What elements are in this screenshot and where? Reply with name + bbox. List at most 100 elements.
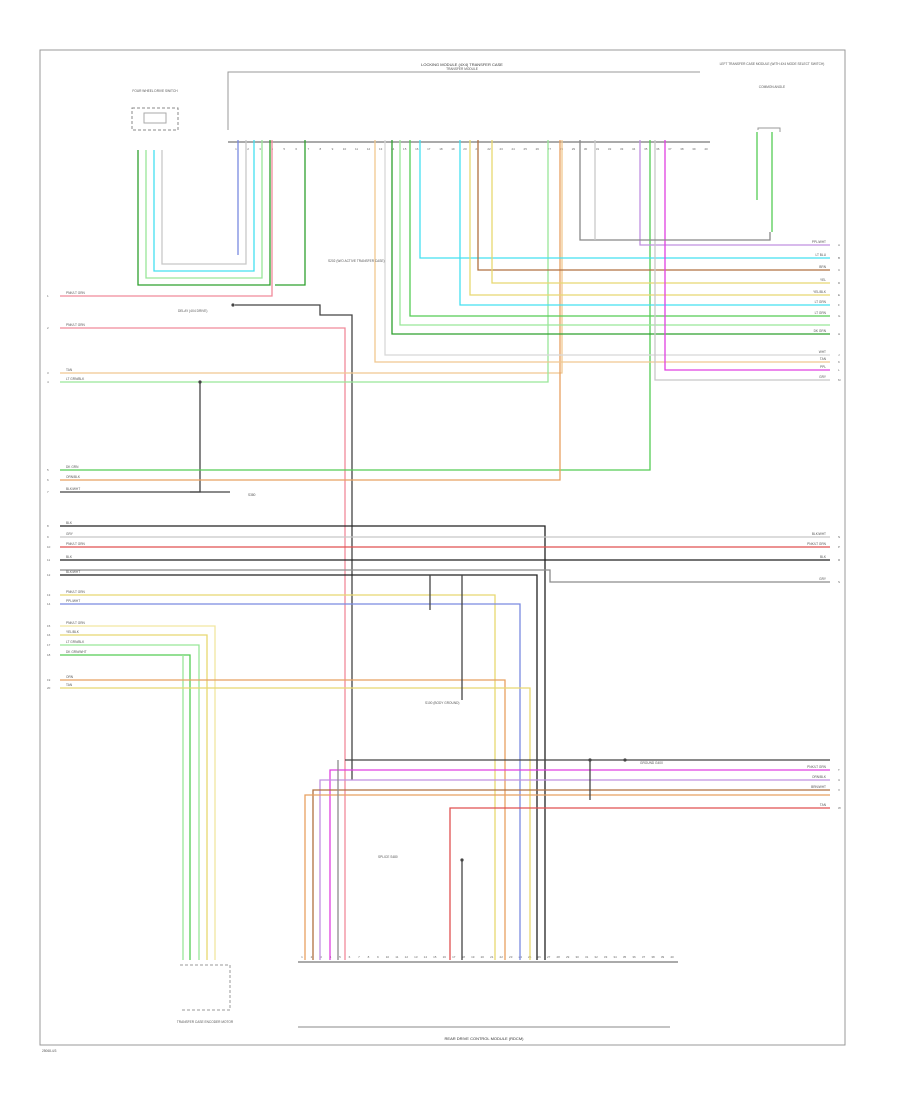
pin-number: 6 xyxy=(47,478,49,482)
wire-label: PPL xyxy=(820,365,826,369)
connector-pin: 2 xyxy=(311,955,313,959)
wire xyxy=(374,140,830,363)
top-module-subtitle: TRANSFER MODULE xyxy=(446,67,478,71)
wire xyxy=(319,779,830,960)
wire-label: YEL/BLK xyxy=(66,630,80,634)
wire xyxy=(137,140,271,286)
splice-dot xyxy=(198,380,202,384)
pin-letter: H xyxy=(838,332,840,336)
wire-label: BLK xyxy=(820,555,827,559)
connector-pin: 39 xyxy=(692,147,696,151)
connector-pin: 11 xyxy=(355,147,358,151)
wire xyxy=(304,794,830,960)
wire xyxy=(664,140,830,371)
connector-pin: 3 xyxy=(259,147,261,151)
connector-pin: 27 xyxy=(548,147,552,151)
wire xyxy=(190,382,201,493)
connector-pin: 7 xyxy=(307,147,309,151)
splice-labels: S202 (W/O ACTIVE TRANSFER CASE) DELAY (4… xyxy=(178,259,663,862)
pin-number: 16 xyxy=(47,633,51,637)
connector-pin: 33 xyxy=(620,147,624,151)
pin-letter: N xyxy=(838,535,840,539)
splice-label: S202 (W/O ACTIVE TRANSFER CASE) xyxy=(328,259,385,263)
pin-letter: B xyxy=(838,256,840,260)
wire xyxy=(419,140,830,259)
wire xyxy=(60,327,346,960)
wire-label: BLK/WHT xyxy=(66,487,80,491)
splice-label: S380 xyxy=(248,493,256,497)
connector-pin: 16 xyxy=(443,955,447,959)
wire xyxy=(145,140,263,279)
wire-label: YEL/BLK xyxy=(813,290,827,294)
pin-number: 4 xyxy=(47,380,49,384)
connector-pin: 19 xyxy=(451,147,455,151)
connector-pin: 35 xyxy=(623,955,627,959)
pin-letter: R xyxy=(838,558,841,562)
wire xyxy=(60,140,273,297)
wire-label: BLK/WHT xyxy=(66,570,80,574)
diagram-frame xyxy=(39,49,846,1046)
wire xyxy=(639,140,830,246)
wire xyxy=(60,687,531,960)
pin-letter: V xyxy=(838,788,840,792)
connector-pin: 17 xyxy=(452,955,456,959)
pin-number: 9 xyxy=(47,535,49,539)
wire xyxy=(329,769,830,960)
pin-number: 12 xyxy=(47,573,51,577)
pin-letter: J xyxy=(838,353,840,357)
right-top-module: LEFT TRANSFER CASE MODULE (WITH 4X4 MODE… xyxy=(720,62,824,232)
wire xyxy=(60,644,200,960)
wire xyxy=(60,679,506,960)
transfer-case-encoder-motor: TRANSFER CASE ENCODER MOTOR xyxy=(177,964,234,1024)
wires xyxy=(60,140,830,960)
bottom-module-title: REAR DRIVE CONTROL MODULE (RDCM) xyxy=(445,1036,525,1041)
connector-pin: 26 xyxy=(536,147,540,151)
connector-pin: 30 xyxy=(575,955,579,959)
wire xyxy=(312,789,830,960)
left-wire-labels: PNK/LT GRN PNK/LT GRN TAN LT GRN/BLK DK … xyxy=(66,291,87,687)
wire xyxy=(60,574,538,960)
connector-pin: 10 xyxy=(386,955,390,959)
connector-pin: 7 xyxy=(358,955,360,959)
connector-pin: 23 xyxy=(509,955,513,959)
connector-pin: 16 xyxy=(415,147,419,151)
pin-letter: W xyxy=(838,806,841,810)
wire xyxy=(409,140,830,317)
wire xyxy=(235,304,353,780)
wire xyxy=(153,140,255,272)
wire-label: PNK/LT GRN xyxy=(66,590,86,594)
pin-letter: E xyxy=(838,293,840,297)
pin-number: 18 xyxy=(47,653,51,657)
wire-label: ORN xyxy=(66,675,74,679)
wire xyxy=(60,140,563,374)
connector-pin: 15 xyxy=(403,147,407,151)
wire-label: BRN xyxy=(819,265,826,269)
pin-number: 8 xyxy=(47,524,49,528)
connector-pin: 15 xyxy=(433,955,437,959)
connector-pin: 40 xyxy=(670,955,674,959)
pin-letter: C xyxy=(838,268,841,272)
wire-label: TAN xyxy=(820,803,827,807)
wire-label: PNK/LT GRN xyxy=(66,323,86,327)
connector-pin: 10 xyxy=(343,147,347,151)
connector-pin: 30 xyxy=(584,147,588,151)
switch-body xyxy=(131,107,179,131)
wire xyxy=(459,140,830,306)
pin-letter: T xyxy=(838,768,840,772)
connector-pin: 18 xyxy=(439,147,443,151)
wire xyxy=(60,603,521,960)
wire-label: PPL/WHT xyxy=(66,599,80,603)
wire xyxy=(161,140,247,265)
wire xyxy=(60,140,561,481)
pin-number: 1 xyxy=(47,294,49,298)
wire-label: LT GRN/BLK xyxy=(66,640,85,644)
connector-pin: 40 xyxy=(704,147,708,151)
pin-number: 11 xyxy=(47,558,50,562)
wire-label: PNK/LT GRN xyxy=(66,542,86,546)
connector-pin: 37 xyxy=(668,147,672,151)
connector-pin: 31 xyxy=(585,955,589,959)
wire-label: BLK xyxy=(66,521,73,525)
pin-number: 14 xyxy=(47,602,51,606)
